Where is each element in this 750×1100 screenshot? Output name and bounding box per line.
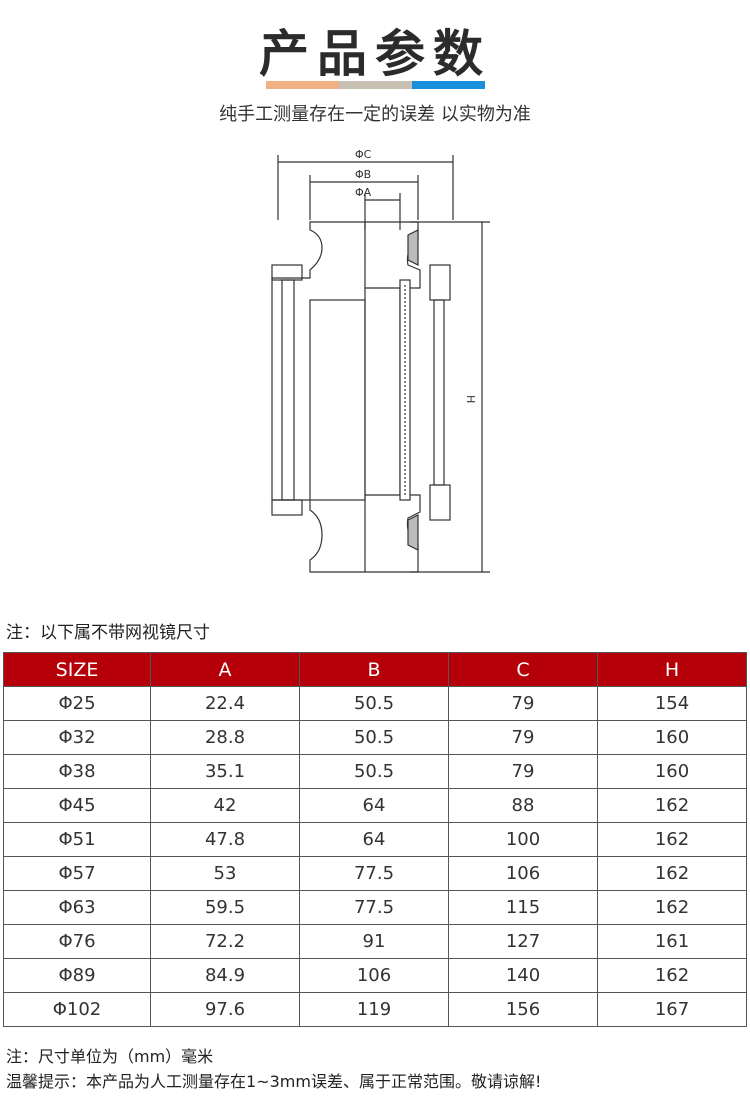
title-bar-gray — [339, 81, 412, 89]
cell-b: 106 — [299, 958, 449, 993]
unit-note: 注：尺寸单位为（mm）毫米 — [6, 1047, 214, 1066]
dim-h-label: H — [464, 395, 477, 403]
cell-b: 77.5 — [299, 856, 449, 891]
cell-size: Φ63 — [3, 890, 151, 925]
cell-c: 115 — [448, 890, 598, 925]
table-header-row: SIZE A B C H — [3, 652, 747, 687]
cell-c: 156 — [448, 992, 598, 1027]
cell-a: 35.1 — [150, 754, 300, 789]
cell-size: Φ32 — [3, 720, 151, 755]
cell-b: 50.5 — [299, 754, 449, 789]
cell-b: 119 — [299, 992, 449, 1027]
cell-h: 162 — [597, 958, 747, 993]
title-bar-blue — [412, 81, 485, 89]
col-h: H — [597, 652, 747, 687]
cell-c: 140 — [448, 958, 598, 993]
cell-c: 127 — [448, 924, 598, 959]
cell-b: 50.5 — [299, 720, 449, 755]
cell-h: 162 — [597, 890, 747, 925]
tolerance-tip: 温馨提示：本产品为人工测量存在1~3mm误差、属于正常范围。敬请谅解! — [6, 1072, 542, 1091]
cell-h: 162 — [597, 822, 747, 857]
title-bar-orange — [266, 81, 339, 89]
cell-c: 79 — [448, 754, 598, 789]
dim-b-label: ΦB — [355, 168, 371, 181]
cell-h: 162 — [597, 856, 747, 891]
cell-size: Φ45 — [3, 788, 151, 823]
dim-a-label: ΦA — [355, 186, 372, 199]
cell-h: 160 — [597, 720, 747, 755]
col-size: SIZE — [3, 652, 151, 687]
table-note: 注：以下属不带网视镜尺寸 — [6, 623, 210, 643]
cell-b: 91 — [299, 924, 449, 959]
cell-b: 50.5 — [299, 686, 449, 721]
col-c: C — [448, 652, 598, 687]
cell-size: Φ76 — [3, 924, 151, 959]
cell-c: 79 — [448, 720, 598, 755]
cell-b: 64 — [299, 788, 449, 823]
cell-size: Φ25 — [3, 686, 151, 721]
cell-a: 59.5 — [150, 890, 300, 925]
cell-a: 72.2 — [150, 924, 300, 959]
cell-b: 64 — [299, 822, 449, 857]
cell-c: 100 — [448, 822, 598, 857]
cell-size: Φ38 — [3, 754, 151, 789]
cell-size: Φ51 — [3, 822, 151, 857]
col-b: B — [299, 652, 449, 687]
cell-size: Φ57 — [3, 856, 151, 891]
col-a: A — [150, 652, 300, 687]
cell-c: 79 — [448, 686, 598, 721]
cell-a: 42 — [150, 788, 300, 823]
cell-c: 88 — [448, 788, 598, 823]
cell-h: 154 — [597, 686, 747, 721]
sight-glass-diagram: ΦC ΦB ΦA H — [271, 148, 490, 573]
cell-h: 160 — [597, 754, 747, 789]
subtitle: 纯手工测量存在一定的误差 以实物为准 — [219, 104, 531, 125]
cell-c: 106 — [448, 856, 598, 891]
cell-a: 53 — [150, 856, 300, 891]
page-title: 产品参数 — [259, 25, 491, 83]
cell-a: 84.9 — [150, 958, 300, 993]
dim-c-label: ΦC — [355, 148, 372, 161]
cell-a: 28.8 — [150, 720, 300, 755]
cell-h: 161 — [597, 924, 747, 959]
cell-a: 22.4 — [150, 686, 300, 721]
cell-h: 167 — [597, 992, 747, 1027]
cell-a: 47.8 — [150, 822, 300, 857]
cell-size: Φ102 — [3, 992, 151, 1027]
cell-b: 77.5 — [299, 890, 449, 925]
cell-h: 162 — [597, 788, 747, 823]
cell-a: 97.6 — [150, 992, 300, 1027]
cell-size: Φ89 — [3, 958, 151, 993]
